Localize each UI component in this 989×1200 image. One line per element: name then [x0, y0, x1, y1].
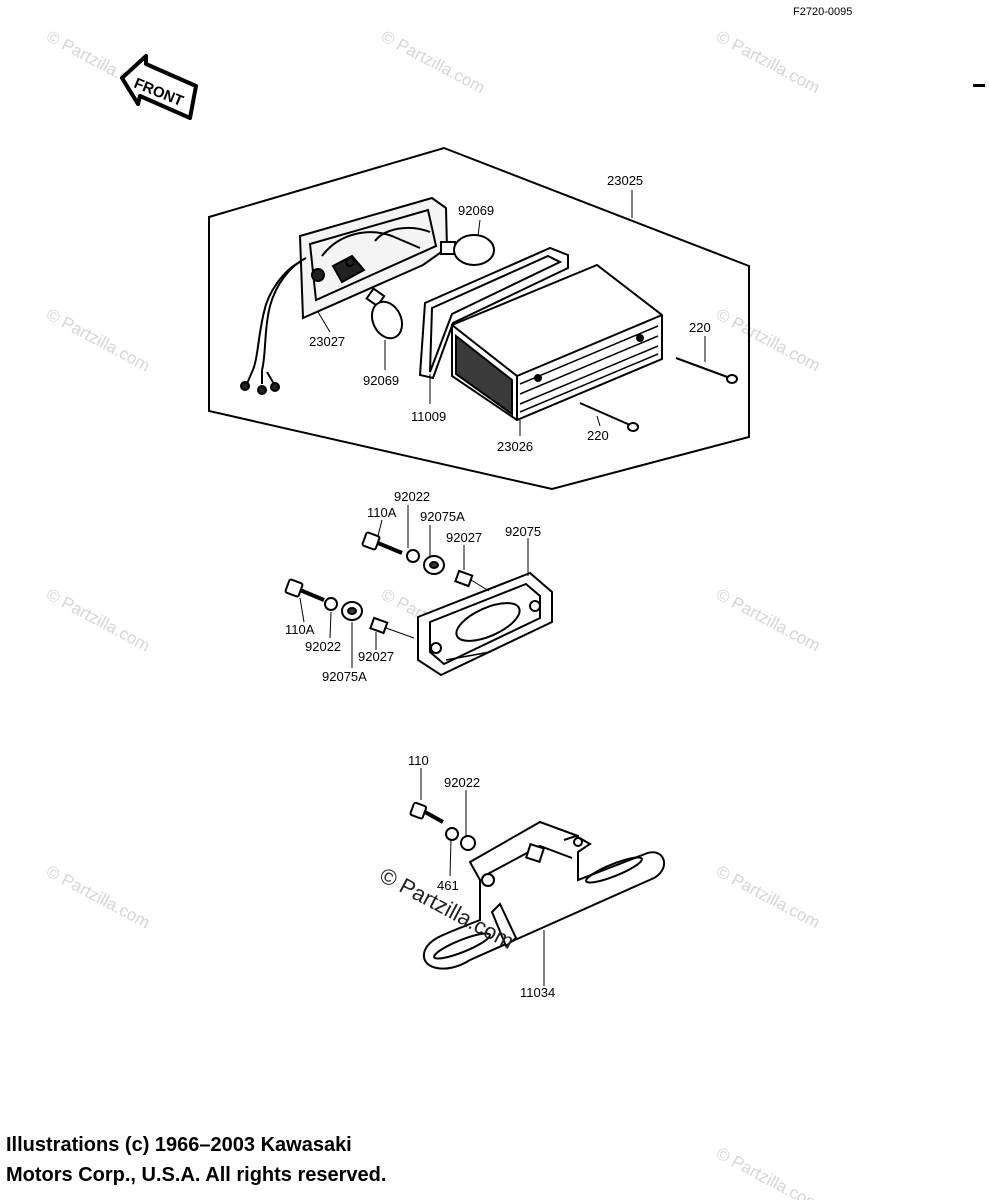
lens-drawing — [451, 263, 663, 422]
part-label: 92069 — [458, 203, 494, 218]
collar-left-icon — [369, 616, 389, 635]
labels-assembly: 23025 92069 23027 92069 11009 23026 220 … — [309, 173, 711, 454]
part-label: 92027 — [446, 530, 482, 545]
assembly-outline — [208, 146, 750, 491]
lock-washer-icon — [445, 827, 459, 841]
watermark: © Partzilla.com — [713, 27, 823, 98]
bolt-left-icon — [284, 578, 325, 602]
part-label: 92022 — [305, 639, 341, 654]
part-label: 92069 — [363, 373, 399, 388]
part-label: 220 — [689, 320, 711, 335]
part-label: 92075 — [505, 524, 541, 539]
part-label: 92027 — [358, 649, 394, 664]
leader-lines-bracket — [420, 768, 545, 986]
front-arrow-icon: FRONT — [120, 54, 198, 120]
part-label: 110 — [408, 753, 429, 768]
part-label: 220 — [587, 428, 609, 443]
edge-mark — [973, 84, 985, 87]
part-label: 11009 — [411, 409, 446, 424]
bulb-upper-icon — [440, 234, 495, 266]
part-label: 11034 — [520, 985, 555, 1000]
bracket-bolt-icon — [409, 801, 444, 824]
damper-left-icon — [341, 601, 363, 621]
washer-left-icon — [324, 597, 338, 611]
part-label: 23026 — [497, 439, 533, 454]
part-label: 23025 — [607, 173, 643, 188]
part-label: 92022 — [444, 775, 480, 790]
bulb-lower-icon — [365, 287, 404, 340]
watermark: © Partzilla.com — [43, 305, 153, 376]
leader-lines-assembly — [317, 190, 706, 436]
bracket-washer-icon — [460, 835, 476, 851]
part-label: 92075A — [420, 509, 465, 524]
labels-bracket: 110 92022 461 11034 — [408, 753, 555, 1000]
labels-damper: 92022 110A 92075A 92027 92075 110A 92022… — [285, 489, 541, 684]
part-label: 23027 — [309, 334, 345, 349]
watermark: © Partzilla.com — [713, 305, 823, 376]
bolt-top-icon — [361, 531, 403, 555]
figure-code: F2720-0095 — [793, 6, 852, 18]
screw-upper-icon — [675, 357, 738, 384]
part-label: 110A — [367, 505, 397, 520]
collar-top-icon — [454, 569, 474, 588]
watermark: © Partzilla.com — [378, 27, 488, 98]
washer-top-icon — [406, 549, 420, 563]
watermark: © Partzilla.com — [713, 1144, 823, 1200]
leader-lines-damper — [299, 505, 529, 668]
watermark: © Partzilla.com — [713, 585, 823, 656]
part-label: 110A — [285, 622, 315, 637]
damper-top-icon — [423, 555, 445, 575]
wire-harness — [240, 257, 307, 395]
copyright-line-2: Motors Corp., U.S.A. All rights reserved… — [6, 1164, 387, 1186]
part-label: 92075A — [322, 669, 367, 684]
copyright-line-1: Illustrations (c) 1966–2003 Kawasaki — [6, 1134, 352, 1156]
bracket-drawing — [422, 820, 665, 970]
part-label: 461 — [437, 878, 459, 893]
screw-lower-icon — [579, 402, 639, 432]
watermark: © Partzilla.com — [43, 862, 153, 933]
watermark: © Partzilla.com — [43, 585, 153, 656]
watermark: © Partzilla.com — [713, 862, 823, 933]
damper-plate-drawing — [417, 571, 553, 677]
part-label: 92022 — [394, 489, 430, 504]
gasket-drawing — [418, 246, 569, 380]
